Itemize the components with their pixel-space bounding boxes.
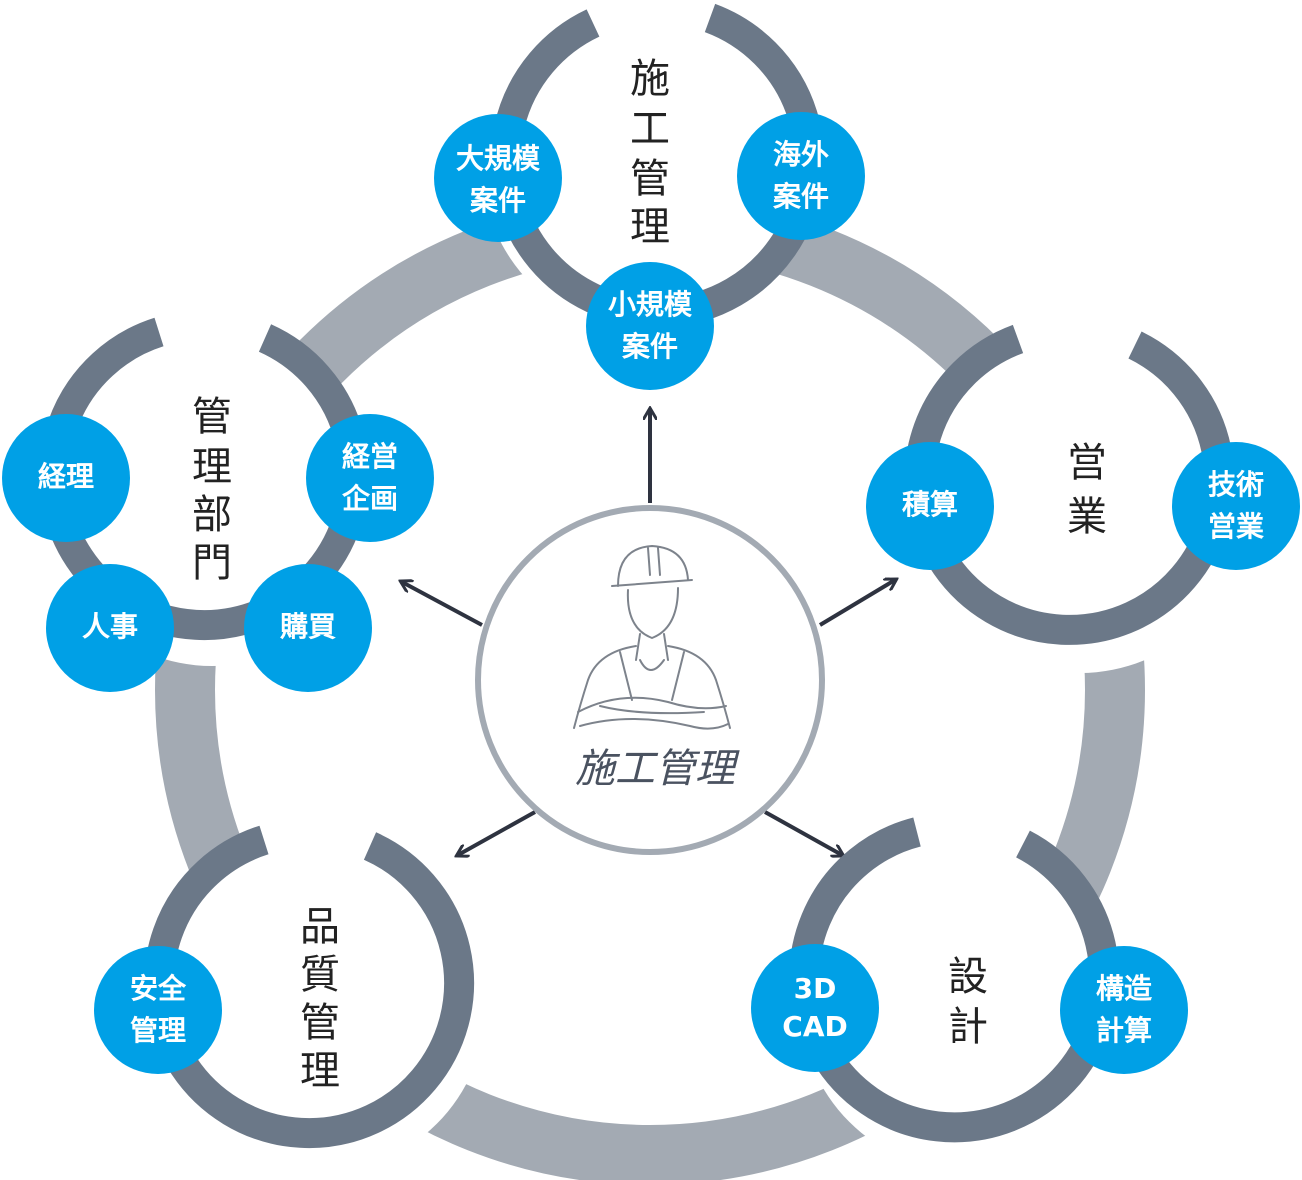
construction-worker-icon <box>573 545 731 730</box>
center-circle <box>475 505 825 855</box>
node-quality-title-2: 質 <box>300 952 340 998</box>
bubble-tech-sales-line-1: 技術 <box>1208 468 1264 501</box>
bubble-purchasing-line-1: 購買 <box>280 610 336 643</box>
node-construction-title-1: 施 <box>630 56 670 102</box>
bubble-large-scale-line-2: 案件 <box>470 184 526 217</box>
node-construction-title-3: 管 <box>630 156 670 202</box>
bubble-safety-mgmt-line-1: 安全 <box>130 972 187 1005</box>
node-sales: 営 業 積算 技術 営業 <box>866 324 1300 673</box>
node-construction-title-2: 工 <box>630 106 670 152</box>
node-design: 設 計 3D CAD 構造 計算 <box>751 817 1188 1171</box>
node-sales-title-1: 営 <box>1067 440 1107 486</box>
bubble-estimate-line-1: 積算 <box>902 488 958 521</box>
node-admin: 管 理 部 門 経理 経営 企画 人事 購買 <box>2 317 434 692</box>
node-sales-ring <box>904 324 1235 645</box>
bubble-planning-line-1: 経営 <box>342 440 398 473</box>
node-quality-ring <box>144 825 475 1149</box>
bubble-safety-mgmt[interactable] <box>94 946 222 1074</box>
bubble-overseas-line-1: 海外 <box>773 138 829 171</box>
bubble-hr-line-1: 人事 <box>82 610 138 643</box>
node-admin-title-3: 部 <box>192 492 232 538</box>
bubble-overseas[interactable] <box>737 112 865 240</box>
bubble-small-scale-line-1: 小規模 <box>608 288 693 321</box>
node-construction: 施 工 管 理 大規模 案件 海外 案件 小規模 案件 <box>434 0 865 390</box>
bubble-overseas-line-2: 案件 <box>773 180 829 213</box>
arrow-to-sales <box>818 580 895 627</box>
bubble-planning[interactable] <box>306 414 434 542</box>
bubble-3d-cad-line-1: 3D <box>794 972 837 1005</box>
bubble-accounting[interactable] <box>2 414 130 542</box>
arrow-to-quality <box>458 810 536 855</box>
node-sales-title-2: 業 <box>1067 494 1107 540</box>
node-quality-title-1: 品 <box>300 904 340 950</box>
bubble-large-scale-line-1: 大規模 <box>456 142 541 175</box>
node-construction-title-4: 理 <box>630 204 670 250</box>
bubble-safety-mgmt-line-2: 管理 <box>130 1014 186 1047</box>
node-quality-title-3: 管 <box>300 1000 340 1046</box>
center-title: 施工管理 <box>575 746 740 792</box>
bubble-tech-sales-line-2: 営業 <box>1208 510 1264 543</box>
node-quality: 品 質 管 理 安全 管理 <box>94 825 486 1173</box>
bubble-accounting-line-1: 経理 <box>38 460 94 493</box>
node-design-ring <box>789 817 1120 1143</box>
bubble-estimate[interactable] <box>866 442 994 570</box>
bubble-structural-calc-line-1: 構造 <box>1096 972 1152 1005</box>
bubble-3d-cad-line-2: CAD <box>782 1010 847 1043</box>
node-quality-title-4: 理 <box>300 1048 340 1094</box>
node-construction-fill <box>482 0 818 333</box>
node-admin-title-2: 理 <box>192 444 232 490</box>
bubble-large-scale[interactable] <box>434 114 562 242</box>
bubble-small-scale-line-2: 案件 <box>622 330 678 363</box>
bubble-structural-calc[interactable] <box>1060 946 1188 1074</box>
node-design-title-1: 設 <box>948 954 988 1000</box>
bubble-small-scale[interactable] <box>586 262 714 390</box>
bubble-3d-cad[interactable] <box>751 944 879 1072</box>
bubble-hr[interactable] <box>46 564 174 692</box>
bubble-purchasing[interactable] <box>244 564 372 692</box>
node-design-title-2: 計 <box>948 1004 988 1050</box>
node-admin-title-1: 管 <box>192 394 232 440</box>
bubble-structural-calc-line-2: 計算 <box>1096 1014 1152 1047</box>
arrow-to-design <box>764 810 842 855</box>
bubble-tech-sales[interactable] <box>1172 442 1300 570</box>
node-admin-title-4: 門 <box>192 540 232 586</box>
bubble-planning-line-2: 企画 <box>342 482 398 515</box>
center-node: 施工管理 <box>475 505 825 855</box>
arrow-to-admin <box>402 582 483 627</box>
